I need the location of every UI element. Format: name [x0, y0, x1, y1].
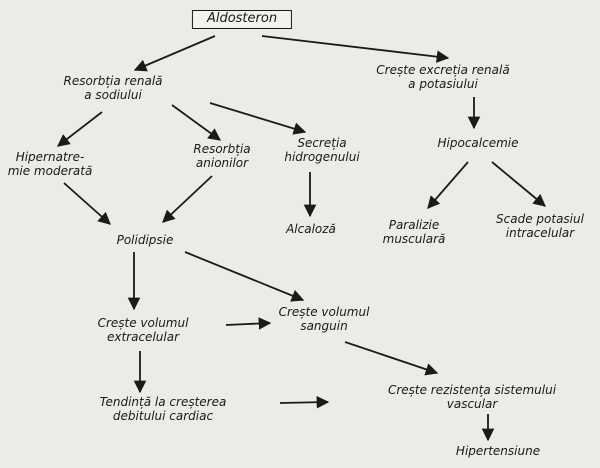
node-polidipsie: Polidipsie [117, 233, 174, 247]
node-line: Aldosteron [206, 11, 278, 26]
node-line: Crește rezistența sistemului [387, 383, 557, 397]
node-line: musculară [382, 232, 446, 246]
node-line: a sodiului [84, 88, 142, 102]
node-line: anionilor [195, 156, 249, 170]
arrow-sanguin-rezistenta [344, 341, 439, 376]
node-hipertensiune: Hipertensiune [456, 444, 540, 458]
node-line: Hipertensiune [455, 444, 541, 458]
node-aldosteron: Aldosteron [191, 10, 293, 29]
node-line: Tendință la creșterea [99, 395, 227, 409]
node-line: vascular [446, 397, 498, 411]
node-line: Polidipsie [116, 233, 174, 247]
arrow-aldosteron-resorbtia [133, 35, 216, 72]
node-line: hidrogenului [284, 150, 360, 164]
node-line: Crește volumul [278, 305, 370, 319]
arrow-aldosteron-excretie [261, 35, 450, 63]
arrow-hipocalcemie-scadepotasiu [491, 161, 546, 207]
node-line: debitului cardiac [112, 409, 214, 423]
arrow-anioni-polidipsie [162, 175, 213, 223]
node-line: Crește volumul [97, 316, 189, 330]
arrow-resorbtia-anioni [171, 104, 222, 141]
node-line: Paralizie [388, 218, 440, 232]
arrow-extracelular-sanguin [225, 317, 272, 330]
arrow-hipocalcemie-paralizie [427, 161, 469, 209]
node-hipocalcemie: Hipocalcemie [438, 136, 519, 150]
node-line: Hipernatre- [15, 150, 85, 164]
arrow-resorbtia-secretie [209, 102, 307, 135]
node-line: Crește excreția renală [376, 63, 510, 77]
node-line: Hipocalcemie [437, 136, 519, 150]
arrow-polidipsie-sanguin [184, 251, 305, 302]
arrow-resorbtia-hipernatremie [57, 111, 103, 147]
node-line: Resorbția [193, 142, 251, 156]
node-line: sanguin [300, 319, 348, 333]
arrow-debit-rezistenta [279, 395, 330, 409]
node-line: extracelular [106, 330, 180, 344]
node-line: intracelular [505, 226, 575, 240]
node-hipernatremie: Hipernatre-mie moderată [8, 150, 93, 178]
arrow-hipernatremie-polidipsie [63, 182, 111, 225]
node-alcaloza: Alcaloză [286, 222, 336, 236]
node-line: Resorbția renală [63, 74, 163, 88]
node-line: Scade potasiul [496, 212, 584, 226]
node-line: a potasiului [408, 77, 478, 91]
node-line: Secreția [297, 136, 347, 150]
node-line: Alcaloză [286, 222, 336, 236]
node-line: mie moderată [7, 164, 93, 178]
